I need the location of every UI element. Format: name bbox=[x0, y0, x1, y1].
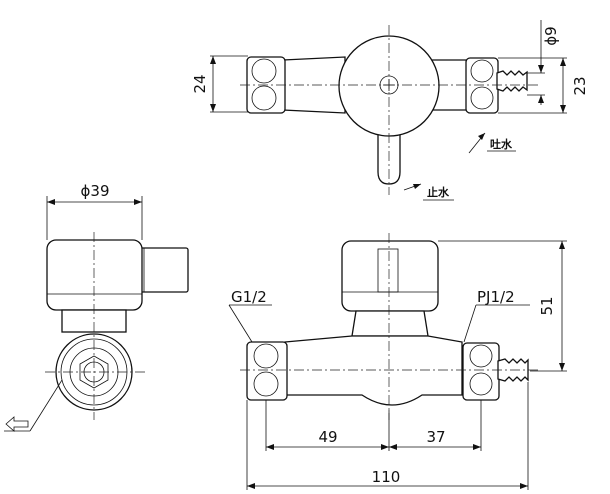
dim-37: 37 bbox=[426, 428, 445, 446]
dim-24: 24 bbox=[191, 74, 209, 93]
side-view bbox=[4, 196, 189, 432]
dim-dia-9: ϕ9 bbox=[542, 26, 560, 45]
top-view bbox=[210, 20, 567, 201]
dim-23: 23 bbox=[571, 76, 589, 95]
outlet-thread-label: PJ1/2 bbox=[477, 288, 515, 306]
dim-51: 51 bbox=[538, 296, 556, 315]
stop-label: 止水 bbox=[427, 185, 450, 199]
dim-49: 49 bbox=[318, 428, 337, 446]
front-view bbox=[228, 233, 567, 490]
dim-dia-39: ϕ39 bbox=[81, 182, 110, 200]
dim-110: 110 bbox=[372, 468, 401, 486]
inlet-thread-label: G1/2 bbox=[231, 288, 267, 306]
spout-label: 吐水 bbox=[490, 137, 513, 151]
